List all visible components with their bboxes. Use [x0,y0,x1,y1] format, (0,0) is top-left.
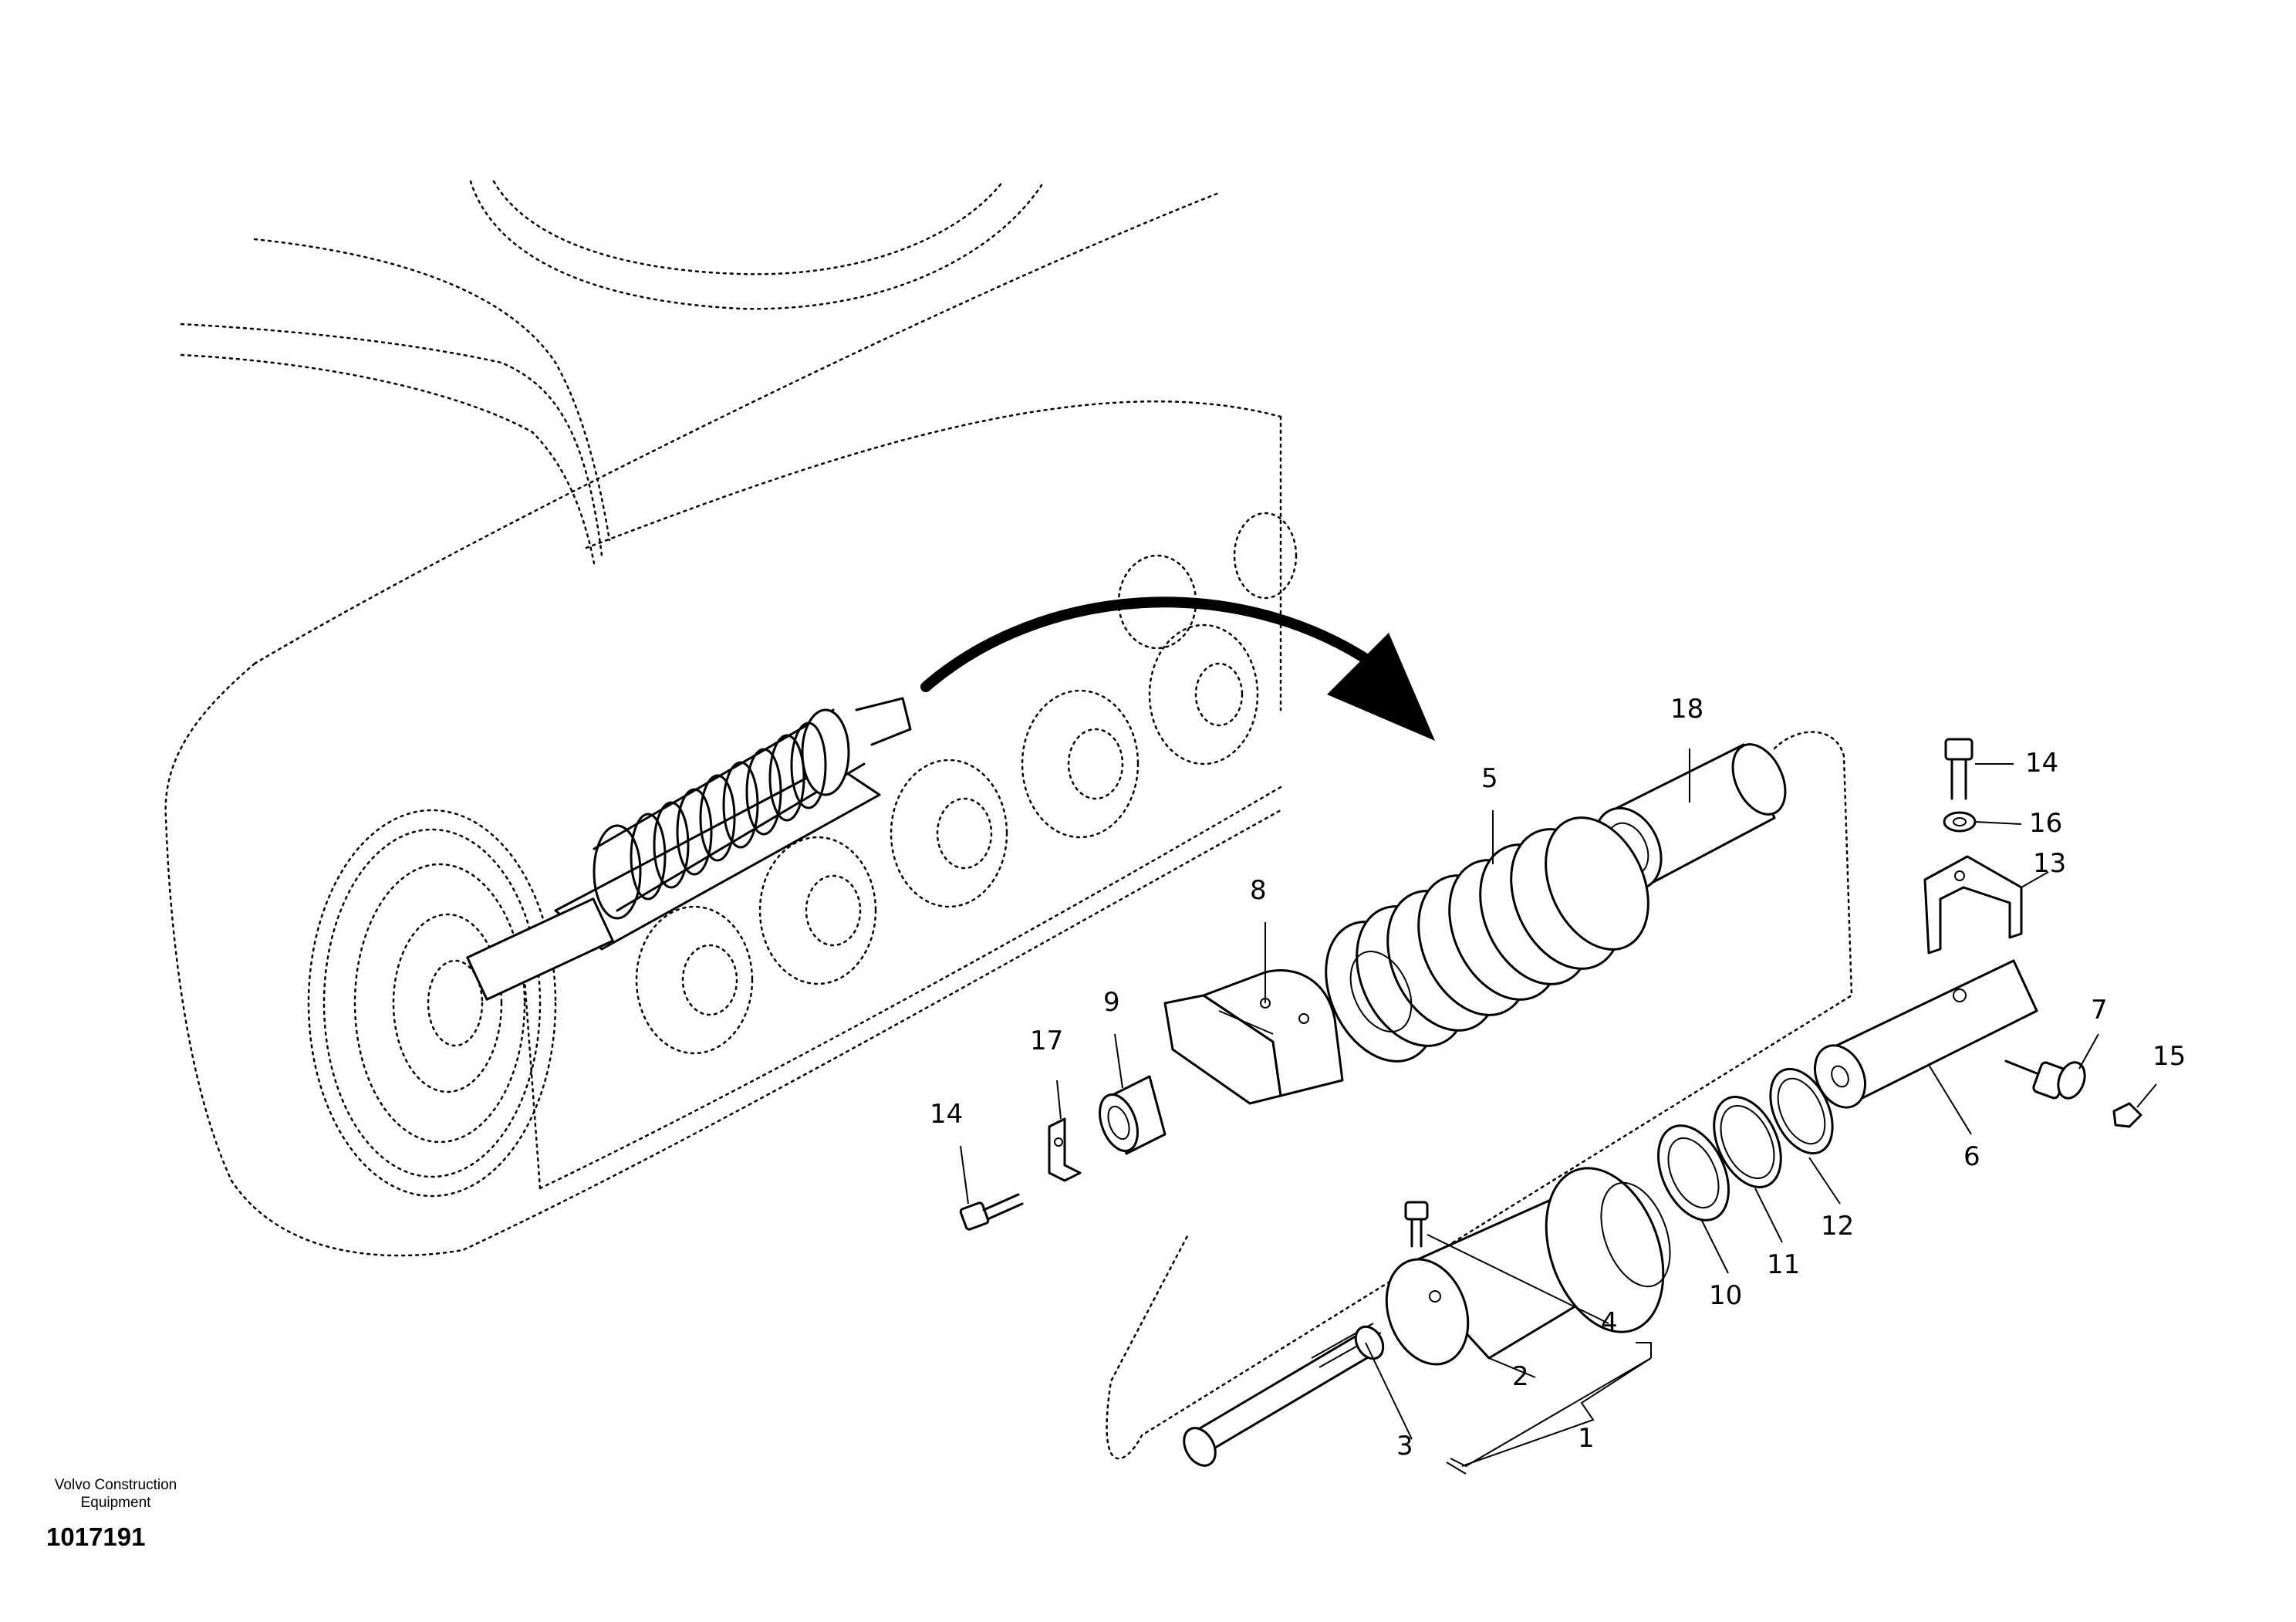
callout-11: 11 [1767,1249,1800,1280]
part-5-spring [1325,816,1649,1063]
part-2-cylinder [1385,1167,1671,1366]
callout-7: 7 [2091,995,2108,1026]
callout-9: 9 [1103,987,1120,1018]
part-7-fitting [2004,1059,2086,1100]
part-14-bolt-right [1944,738,1974,800]
machine-outline [164,180,1298,1257]
callout-16: 16 [2029,808,2062,839]
part-16-washer [1943,811,1977,833]
callout-10: 10 [1709,1280,1742,1311]
part-13-plate [1923,855,2023,955]
part-10-ring [1657,1124,1730,1222]
track-rollers [635,512,1298,1055]
callout-labels: 18 5 8 9 17 14 4 2 1 3 10 11 12 6 14 16 … [930,694,2186,1461]
footer: Volvo Construction Equipment 1017191 [46,1477,177,1551]
part-6-pin [1814,959,2038,1109]
part-17-clip [1048,1117,1082,1182]
callout-2: 2 [1512,1361,1529,1392]
part-3-rod [1183,1323,1385,1467]
company-name-line2: Equipment [81,1495,152,1511]
exploded-view-boundary [1106,731,1853,1460]
callout-15: 15 [2152,1041,2186,1072]
callout-8: 8 [1250,875,1267,906]
callout-18: 18 [1670,694,1703,725]
callout-12: 12 [1821,1211,1854,1242]
drawing-number: 1017191 [46,1522,145,1551]
callout-14-right: 14 [2025,748,2058,779]
part-9-bushing [1099,1075,1167,1155]
callout-17: 17 [1030,1026,1063,1056]
callout-4: 4 [1601,1307,1618,1338]
part-11-ring [1713,1096,1782,1188]
callout-1: 1 [1578,1423,1595,1454]
leader-lines [960,748,2157,1475]
callout-13: 13 [2033,848,2066,879]
callout-14-left: 14 [930,1099,963,1130]
callout-3: 3 [1396,1431,1413,1461]
installed-spring-coils [630,721,827,901]
part-15-cap [2112,1102,2142,1128]
detail-arrow [920,596,1435,741]
part-8-bracket [1163,969,1344,1105]
part-4-bolt [1404,1201,1429,1248]
callout-5: 5 [1481,763,1498,794]
part-12-ring [1769,1067,1834,1155]
installed-spring-assembly [466,697,912,1001]
company-name-line1: Volvo Construction [55,1477,177,1493]
part-14-bolt-left [959,1193,1024,1231]
callout-6: 6 [1963,1141,1980,1172]
